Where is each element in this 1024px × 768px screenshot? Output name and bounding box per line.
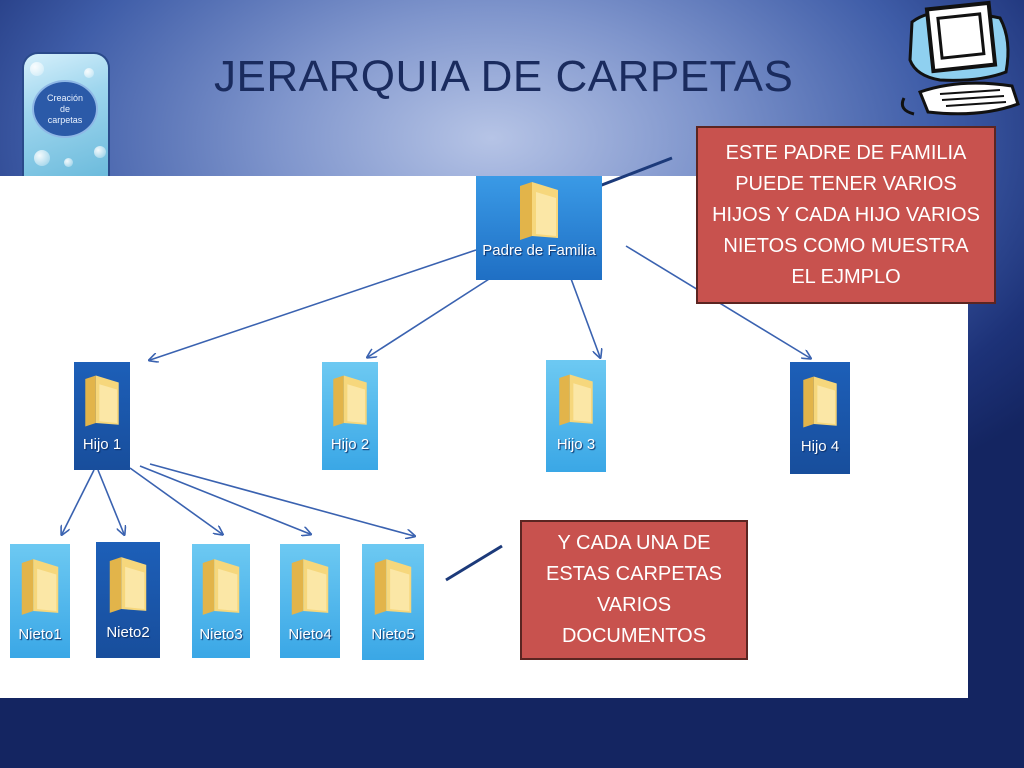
folder-label: Nieto3 [199,626,243,643]
folder-nieto1[interactable]: Nieto1 [10,544,70,658]
folder-padre-de-familia[interactable]: Padre de Familia [476,176,602,280]
folder-label: Padre de Familia [482,242,596,259]
folder-icon [21,559,59,615]
folder-nieto5[interactable]: Nieto5 [362,544,424,660]
side-tab[interactable]: Creación de carpetas [22,52,110,176]
folder-label: Hijo 2 [330,436,370,453]
slide-title: JERARQUIA DE CARPETAS [214,52,794,101]
side-tab-label: Creación de carpetas [46,92,84,125]
folder-icon [559,374,593,426]
folder-icon [85,375,119,427]
bubble-decoration [64,158,73,167]
folder-label: Nieto4 [288,626,332,643]
folder-icon [333,375,367,427]
folder-hijo-4[interactable]: Hijo 4 [790,362,850,474]
callout-top: ESTE PADRE DE FAMILIA PUEDE TENER VARIOS… [696,126,996,304]
callout-text: ESTE PADRE DE FAMILIA PUEDE TENER VARIOS… [712,141,980,288]
folder-label: Nieto1 [18,626,62,643]
folder-nieto2[interactable]: Nieto2 [96,542,160,658]
callout-bottom: Y CADA UNA DE ESTAS CARPETAS VARIOS DOCU… [520,520,748,660]
folder-icon [202,559,240,615]
folder-icon [520,182,558,240]
computer-icon [900,0,1020,116]
folder-icon [374,559,412,615]
folder-label: Hijo 3 [556,436,596,453]
folder-label: Nieto5 [371,626,415,643]
bubble-decoration [30,62,44,76]
bubble-decoration [94,146,106,158]
folder-nieto4[interactable]: Nieto4 [280,544,340,658]
side-tab-button[interactable]: Creación de carpetas [32,80,98,138]
folder-hijo-1[interactable]: Hijo 1 [74,362,130,470]
folder-label: Hijo 1 [82,436,122,453]
folder-label: Hijo 4 [800,438,840,455]
folder-icon [109,557,147,613]
bubble-decoration [84,68,94,78]
folder-icon [803,376,837,428]
folder-hijo-3[interactable]: Hijo 3 [546,360,606,472]
bubble-decoration [34,150,50,166]
folder-label: Nieto2 [106,624,150,641]
callout-text: Y CADA UNA DE ESTAS CARPETAS VARIOS DOCU… [546,532,722,647]
folder-nieto3[interactable]: Nieto3 [192,544,250,658]
folder-hijo-2[interactable]: Hijo 2 [322,362,378,470]
folder-icon [291,559,329,615]
